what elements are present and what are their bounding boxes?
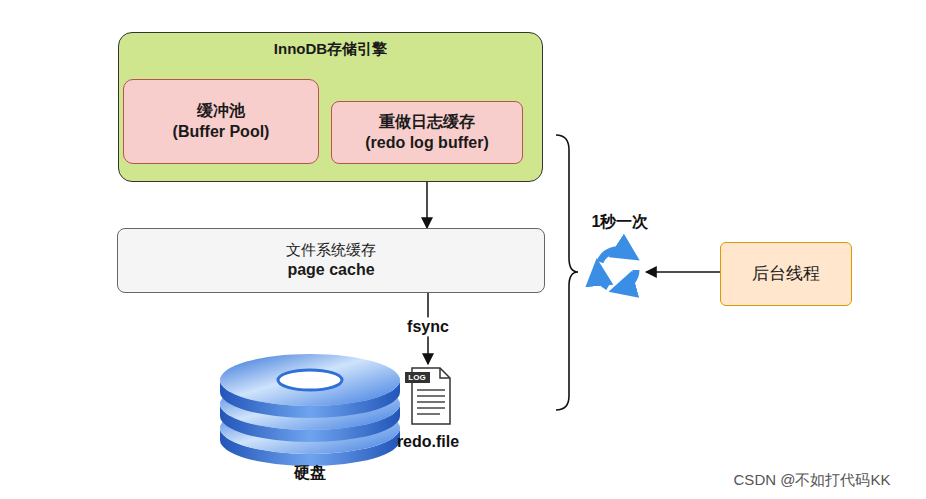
interval-label: 1秒一次: [592, 212, 649, 231]
file-tag: LOG: [408, 373, 425, 383]
watermark: CSDN @不如打代码KK: [734, 471, 891, 489]
redo-buffer-box: 重做日志缓存(redo log buffer): [331, 101, 523, 164]
thread-arrow: [646, 271, 720, 273]
engine-box: InnoDB存储引擎缓冲池(Buffer Pool)重做日志缓存(redo lo…: [118, 32, 543, 182]
cycle-icon: [598, 250, 636, 288]
page-cache-box: 文件系统缓存page cache: [117, 228, 545, 293]
box-title: 缓冲池: [197, 101, 245, 122]
brace: [556, 135, 578, 410]
box-title: 后台线程: [752, 263, 820, 285]
box-subtitle: (Buffer Pool): [173, 122, 270, 143]
file-name: redo.file: [397, 432, 459, 451]
disk-icon: [220, 354, 400, 466]
buffer-pool-box: 缓冲池(Buffer Pool): [123, 79, 319, 164]
file-icon: [405, 368, 450, 424]
box-title: 文件系统缓存: [286, 240, 376, 260]
box-subtitle: page cache: [287, 260, 374, 281]
box-title: InnoDB存储引擎: [274, 39, 387, 59]
box-subtitle: (redo log buffer): [365, 133, 489, 154]
thread-box: 后台线程: [720, 242, 852, 306]
fsync-label: fsync: [404, 317, 452, 336]
disk-label: 硬盘: [294, 463, 326, 482]
box-title: 重做日志缓存: [379, 112, 475, 133]
